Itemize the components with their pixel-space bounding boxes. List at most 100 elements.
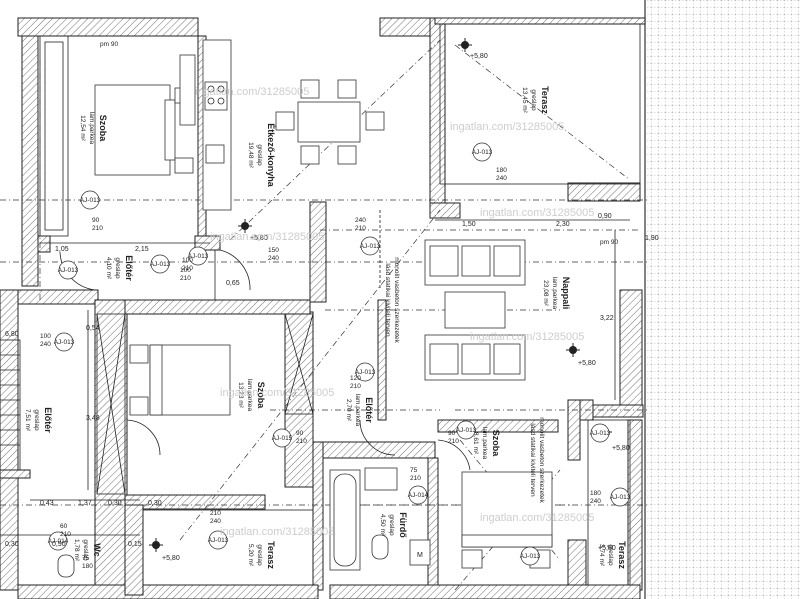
svg-text:240: 240 — [355, 217, 366, 224]
svg-text:210: 210 — [448, 438, 459, 445]
svg-text:2,15: 2,15 — [135, 246, 149, 253]
svg-text:100: 100 — [40, 333, 51, 340]
svg-text:+5,80: +5,80 — [470, 53, 488, 60]
svg-text:240: 240 — [210, 518, 221, 525]
svg-text:Előtér: Előtér — [43, 407, 53, 433]
svg-text:Étkező-konyha: Étkező-konyha — [266, 123, 276, 188]
svg-text:210: 210 — [92, 225, 103, 232]
svg-text:lam.parkea: lam.parkea — [551, 277, 558, 310]
svg-text:AJ-015: AJ-015 — [272, 435, 293, 442]
svg-text:Terasz: Terasz — [617, 541, 627, 569]
svg-text:0,30: 0,30 — [108, 500, 122, 507]
svg-text:240: 240 — [40, 341, 51, 348]
svg-text:100: 100 — [182, 257, 193, 264]
room-eloter2: Előtér greslap 7,51 m² — [24, 407, 53, 433]
svg-text:monolit vasbeton szerkezetek: monolit vasbeton szerkezetek — [538, 417, 545, 503]
svg-text:+5,80: +5,80 — [578, 360, 596, 367]
svg-text:lam.parkea: lam.parkea — [88, 112, 95, 145]
svg-text:ingatlan.com/31285005: ingatlan.com/31285005 — [220, 387, 334, 399]
svg-text:1,05: 1,05 — [55, 246, 69, 253]
wc-toilet — [57, 554, 75, 578]
svg-text:60: 60 — [60, 523, 68, 530]
svg-text:monolit vasbeton szerkezetek: monolit vasbeton szerkezetek — [393, 257, 400, 343]
dimension-lines — [0, 219, 630, 536]
room-nappali: Nappali lam.parkea 23,08 m² — [542, 277, 571, 310]
stairs — [0, 339, 21, 471]
svg-text:0,54: 0,54 — [86, 325, 100, 332]
svg-text:greslap: greslap — [82, 539, 89, 561]
svg-text:AJ-013: AJ-013 — [610, 494, 631, 501]
svg-text:100: 100 — [180, 267, 191, 274]
svg-text:AJ-013: AJ-013 — [590, 430, 611, 437]
sofa — [424, 239, 526, 286]
dining-table — [275, 79, 385, 165]
svg-text:2,30: 2,30 — [556, 221, 570, 228]
svg-text:AJ-013: AJ-013 — [80, 197, 101, 204]
svg-text:lam.parkea: lam.parkea — [246, 379, 253, 412]
svg-text:75: 75 — [410, 467, 418, 474]
svg-text:+5,80: +5,80 — [598, 545, 616, 552]
svg-text:0,15: 0,15 — [128, 541, 142, 548]
coffee-table — [444, 291, 506, 329]
svg-text:150: 150 — [268, 247, 279, 254]
svg-text:lam.parkea: lam.parkea — [354, 394, 361, 427]
meter-box — [409, 539, 431, 566]
svg-text:greslap: greslap — [607, 544, 614, 566]
svg-text:210: 210 — [180, 275, 191, 282]
svg-text:3,48: 3,48 — [86, 415, 100, 422]
room-szoba1: Szoba lam.parkea 12,54 m² — [79, 112, 108, 145]
svg-text:8,61 m²: 8,61 m² — [472, 432, 479, 455]
svg-text:180: 180 — [590, 490, 601, 497]
svg-text:greslap: greslap — [114, 257, 121, 279]
room-terasz3: Terasz greslap 3,74 m² — [598, 541, 627, 569]
svg-text:0,65: 0,65 — [226, 280, 240, 287]
svg-text:13,45 m²: 13,45 m² — [521, 87, 528, 113]
svg-text:ingatlan.com/31285005: ingatlan.com/31285005 — [450, 121, 564, 133]
svg-text:Terasz: Terasz — [266, 541, 276, 569]
svg-text:240: 240 — [496, 175, 507, 182]
svg-text:12,54 m²: 12,54 m² — [79, 115, 86, 141]
svg-text:Terasz: Terasz — [540, 86, 550, 114]
svg-text:lásd statikai kiviteli terven: lásd statikai kiviteli terven — [384, 263, 391, 337]
svg-text:3,22: 3,22 — [600, 315, 614, 322]
svg-text:AJ-013: AJ-013 — [54, 339, 75, 346]
svg-text:lásd statikai kiviteli terven: lásd statikai kiviteli terven — [529, 423, 536, 497]
svg-text:Szoba: Szoba — [98, 115, 108, 142]
svg-text:ingatlan.com/31285005: ingatlan.com/31285005 — [480, 207, 594, 219]
svg-text:ingatlan.com/31285005: ingatlan.com/31285005 — [210, 231, 324, 243]
svg-text:ingatlan.com/31285005: ingatlan.com/31285005 — [470, 331, 584, 343]
room-furdo: Fürdő greslap 4,50 m² — [379, 512, 408, 538]
svg-text:19,48 m²: 19,48 m² — [247, 142, 254, 168]
svg-text:3,74 m²: 3,74 m² — [598, 544, 605, 567]
svg-text:AJ-013: AJ-013 — [360, 243, 381, 250]
svg-text:120: 120 — [350, 375, 361, 382]
svg-text:Wc: Wc — [92, 543, 102, 557]
svg-text:210: 210 — [182, 265, 193, 272]
svg-text:6,80: 6,80 — [5, 331, 19, 338]
svg-text:ingatlan.com/31285005: ingatlan.com/31285005 — [480, 512, 594, 524]
svg-text:0,43: 0,43 — [40, 500, 54, 507]
level-labels: +5,80 +5,80 +5,80 +5,80 +5,80 +5,80 — [162, 53, 630, 562]
room-eloter1: Előtér greslap 4,10 m² — [105, 255, 134, 281]
svg-text:AJ-013: AJ-013 — [208, 537, 229, 544]
kitchen-counter — [202, 39, 232, 211]
svg-text:210: 210 — [296, 438, 307, 445]
svg-text:AJ-013: AJ-013 — [58, 267, 79, 274]
room-eloter3: Előtér lam.parkea 2,70 m² — [345, 394, 374, 427]
room-terasz2: Terasz greslap 5,20 m² — [247, 541, 276, 569]
bed-room1 — [94, 84, 194, 176]
svg-text:+5,80: +5,80 — [612, 445, 630, 452]
watermarks: ingatlan.com/31285005 ingatlan.com/31285… — [195, 86, 594, 538]
svg-text:4,10 m²: 4,10 m² — [105, 257, 112, 280]
svg-text:2,70 m²: 2,70 m² — [345, 399, 352, 422]
svg-text:greslap: greslap — [256, 144, 263, 166]
room-etkezo: Étkező-konyha greslap 19,48 m² — [247, 123, 276, 188]
room-terasz1: Terasz greslap 13,45 m² — [521, 86, 550, 114]
svg-text:90: 90 — [296, 430, 304, 437]
site-grid — [645, 0, 800, 599]
svg-text:210: 210 — [355, 225, 366, 232]
svg-text:75: 75 — [82, 555, 90, 562]
svg-text:Előtér: Előtér — [124, 255, 134, 281]
